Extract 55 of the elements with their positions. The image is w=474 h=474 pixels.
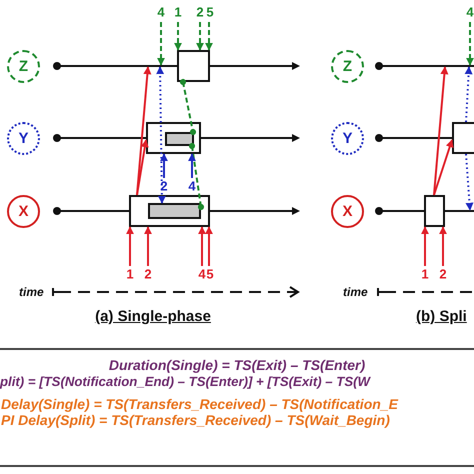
formula: plit) = [TS(Notification_End) – TS(Enter)] + [TS(Exit) – TS(W xyxy=(0,374,370,389)
event-number: 1 xyxy=(174,4,182,20)
arrow xyxy=(136,139,149,196)
event-number: 4 xyxy=(188,178,196,194)
event-number: 2 xyxy=(196,4,204,20)
event-number: 5 xyxy=(206,266,214,282)
event-arrow xyxy=(439,226,447,266)
phase-bar xyxy=(148,203,201,219)
event-arrow xyxy=(466,22,474,66)
formula: Delay(Single) = TS(Transfers_Received) – TS(Notification_E xyxy=(1,396,398,412)
phase-box xyxy=(177,50,210,82)
panel-caption: (b) Spli xyxy=(416,308,467,325)
event-arrow xyxy=(160,153,168,178)
phase-box xyxy=(129,195,210,227)
panel-caption: (a) Single-phase xyxy=(95,308,211,325)
formula: PI Delay(Split) = TS(Transfers_Received) – TS(Wait_Begin) xyxy=(1,412,390,428)
event-number: 4 xyxy=(198,266,206,282)
participant-circle: X xyxy=(7,195,40,228)
event-number: 4 xyxy=(466,4,474,20)
phase-box xyxy=(146,122,201,154)
arrow xyxy=(433,66,448,196)
event-arrow xyxy=(126,226,134,266)
participant-circle: X xyxy=(331,195,364,228)
event-arrow xyxy=(198,226,206,266)
connector-line xyxy=(180,78,196,136)
event-number: 4 xyxy=(157,4,165,20)
event-arrow xyxy=(196,22,204,51)
event-number: 2 xyxy=(144,266,152,282)
participant-circle: Z xyxy=(331,50,364,83)
event-number: 1 xyxy=(421,266,429,282)
axis-label: time xyxy=(343,285,368,299)
phase-box xyxy=(424,195,445,227)
event-number: 2 xyxy=(439,266,447,282)
participant-circle: Z xyxy=(7,50,40,83)
event-arrow xyxy=(205,226,213,266)
arrow xyxy=(465,154,474,211)
axis-label: time xyxy=(19,285,44,299)
connector-line xyxy=(188,142,204,210)
timeline xyxy=(374,60,474,72)
event-arrow xyxy=(174,22,182,51)
event-arrow xyxy=(144,226,152,266)
participant-circle: Y xyxy=(7,122,40,155)
event-arrow xyxy=(157,22,165,66)
arrow xyxy=(464,66,473,122)
formula: Duration(Single) = TS(Exit) – TS(Enter) xyxy=(108,357,366,373)
event-arrow xyxy=(188,153,196,178)
event-number: 1 xyxy=(126,266,134,282)
event-arrow xyxy=(421,226,429,266)
event-number: 5 xyxy=(206,4,214,20)
phase-bar xyxy=(165,132,194,146)
arrow xyxy=(433,139,454,196)
arrow xyxy=(156,66,166,204)
event-arrow xyxy=(205,22,213,51)
arrow xyxy=(136,66,152,196)
participant-circle: Y xyxy=(331,122,364,155)
